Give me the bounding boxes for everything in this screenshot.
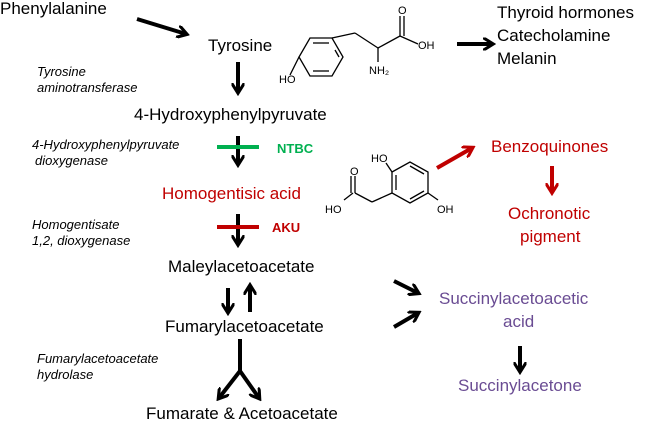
metabolite-succinylacetoacetic-line2: acid	[503, 312, 535, 331]
hga-oh-right-label: OH	[437, 204, 454, 216]
product-melanin: Melanin	[497, 49, 557, 68]
tyrosine-nh2-label: NH₂	[369, 65, 389, 77]
enzyme-fah-line1: Fumarylacetoacetate	[37, 351, 159, 366]
enzyme-tat-line1: Tyrosine	[37, 64, 86, 79]
metabolite-homogentisic-acid: Homogentisic acid	[162, 184, 301, 203]
ochronotic-pigment-line1: Ochronotic	[508, 204, 591, 223]
disease-aku-label: AKU	[272, 220, 301, 235]
enzyme-fah-line2: hydrolase	[37, 367, 94, 382]
hga-o-label: O	[350, 166, 359, 178]
tyrosine-oh-label: OH	[418, 40, 435, 52]
metabolite-phenylalanine: Phenylalanine	[0, 0, 107, 18]
enzyme-hppd-line1: 4-Hydroxyphenylpyruvate	[32, 137, 180, 152]
metabolite-benzoquinones: Benzoquinones	[491, 137, 609, 156]
hga-ho-acid-label: HO	[325, 204, 342, 216]
arrow-hga-to-benzoquinones	[436, 148, 472, 170]
arrow-phe-to-tyr	[136, 17, 186, 34]
hga-ho-top-label: HO	[371, 153, 388, 165]
enzyme-hgd-line1: Homogentisate	[32, 217, 120, 232]
tyrosine-ho-label: HO	[279, 74, 296, 86]
enzyme-hppd-line2: dioxygenase	[35, 153, 108, 168]
tyrosine-structure	[289, 16, 419, 77]
enzyme-tat-line2: aminotransferase	[37, 80, 138, 95]
arrow-faa-to-fumarate	[219, 369, 242, 398]
arrow-faa-to-acetoacetate	[238, 369, 259, 398]
ochronotic-pigment-line2: pigment	[520, 227, 581, 246]
enzyme-hgd-line2: 1,2, dioxygenase	[32, 233, 131, 248]
metabolite-succinylacetone: Succinylacetone	[458, 376, 582, 395]
arrow-faa-to-saa	[392, 313, 418, 329]
metabolite-maleylacetoacetate: Maleylacetoacetate	[168, 257, 315, 276]
metabolite-tyrosine: Tyrosine	[208, 36, 273, 55]
inhibitor-ntbc-label: NTBC	[277, 141, 314, 156]
product-catecholamine: Catecholamine	[497, 26, 611, 45]
metabolite-4-hydroxyphenylpyruvate: 4-Hydroxyphenylpyruvate	[134, 105, 327, 124]
tyrosine-o-label: O	[398, 5, 407, 17]
metabolite-succinylacetoacetic-line1: Succinylacetoacetic	[439, 289, 589, 308]
homogentisic-acid-structure	[343, 161, 439, 204]
product-thyroid-hormones: Thyroid hormones	[497, 3, 635, 22]
arrow-maa-to-saa	[393, 279, 418, 293]
metabolite-fumarylacetoacetate: Fumarylacetoacetate	[165, 317, 324, 336]
metabolite-fumarate-acetoacetate: Fumarate & Acetoacetate	[146, 404, 338, 423]
